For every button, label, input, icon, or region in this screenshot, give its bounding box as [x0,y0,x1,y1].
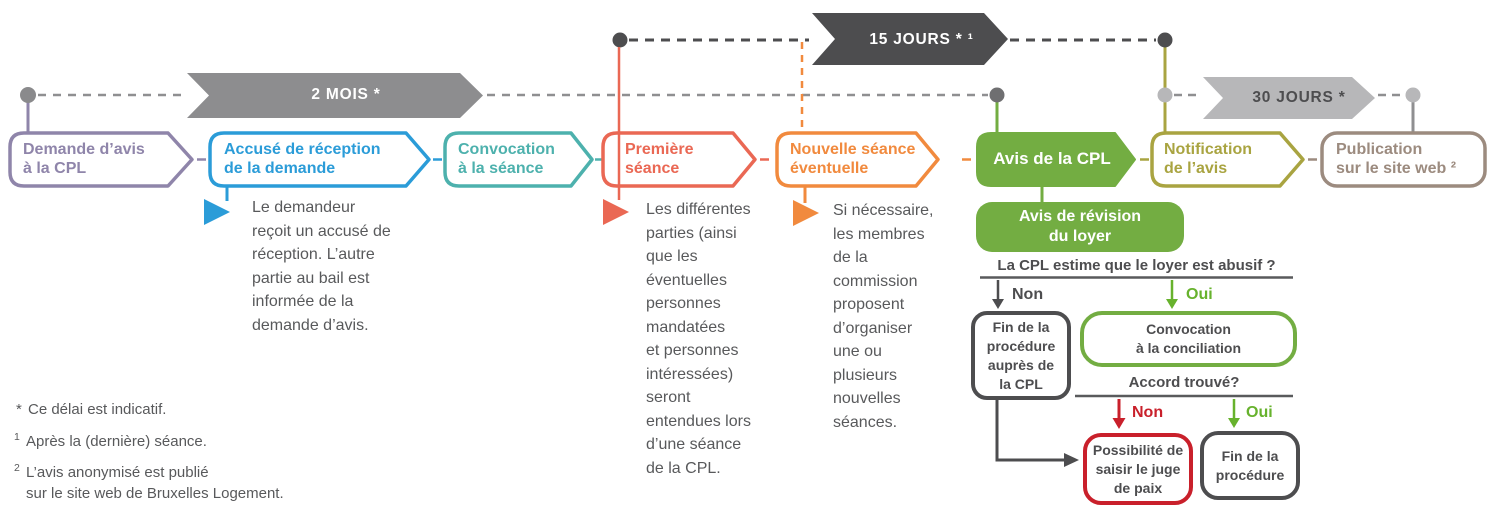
footnote-delai-text: Ce délai est indicatif. [28,401,167,418]
decision-box-juge [1083,433,1193,505]
note-accuse: Le demandeur reçoit un accusé de récepti… [252,199,391,334]
decision-no-1-label: Non [1012,286,1044,303]
footnote-seance: 1 Après la (dernière) séance. [14,431,207,450]
step-label-notification: Notification de l’avis [1164,141,1252,177]
upper-timeline-dot-premiere [612,32,628,48]
elbow-arrow-head-icon [1064,453,1079,467]
arrow-no-1-head-icon [992,299,1004,309]
step-label-accuse: Accusé de réception de la demande [224,141,381,177]
footnote-delai-mark: * [16,401,22,418]
decision-box-conciliation [1080,311,1297,367]
arrow-yes-2-head-icon [1228,418,1240,428]
step-label-demande: Demande d’avis à la CPL [23,141,145,177]
step-box-convocation [443,131,594,188]
decision-fin-label: Fin de la procédure [1215,447,1285,483]
step-label-nouvelle: Nouvelle séance éventuelle [790,141,916,177]
footnote-publication-text: L’avis anonymisé est publié sur le site … [26,464,284,502]
decision-question-2: Accord trouvé? [1128,374,1240,391]
decision-revision-label: Avis de révision du loyer [1018,208,1142,245]
decision-box-revision [976,202,1184,252]
decision-box-fin [1200,431,1300,500]
step-box-publication [1320,131,1487,188]
lower-timeline-dot-notification [1157,87,1173,103]
lower-timeline-dot-start [20,87,36,103]
step-box-accuse [208,131,431,188]
note-premiere: Les différentes parties (ainsi que les é… [646,201,751,477]
decision-juge-label: Possibilité de saisir le juge de paix [1092,441,1184,496]
step-label-premiere: Première séance [625,141,694,177]
step-label-convocation: Convocation à la séance [458,141,555,177]
decision-question-1: La CPL estime que le loyer est abusif ? [997,257,1276,274]
footnote-publication: 2 L’avis anonymisé est publié sur le sit… [14,462,284,504]
banner-15-jours-label: 15 JOURS * ¹ [869,31,974,48]
decision-yes-1-label: Oui [1186,286,1213,303]
footnote-seance-mark: 1 [14,431,20,443]
step-label-avis-cpl: Avis de la CPL [993,149,1111,169]
step-box-nouvelle [775,131,940,188]
note-nouvelle: Si nécessaire, les membres de la commiss… [833,202,934,431]
arrow-yes-1-head-icon [1166,299,1178,309]
decision-yes-2-label: Oui [1246,404,1273,421]
arrow-no-2-head-icon [1112,418,1126,429]
note-marker-nouvelle-icon [793,200,819,226]
note-marker-premiere-icon [603,199,629,225]
elbow-fin-cpl-to-juge [995,398,1066,462]
banner-2-mois [187,73,483,118]
banner-2-mois-label: 2 MOIS * [311,86,381,103]
decision-conciliation-label: Convocation à la conciliation [1135,321,1242,356]
footnote-delai: * Ce délai est indicatif. [16,401,166,418]
step-box-premiere [601,131,757,188]
upper-timeline-dot-notification [1157,32,1173,48]
banner-30-jours [1203,77,1375,119]
step-box-demande [8,131,194,188]
banner-15-jours [812,13,1008,65]
decision-no-2-label: Non [1132,404,1164,421]
step-box-notification [1150,131,1305,188]
step-label-publication: Publication sur le site web ² [1336,141,1457,177]
lower-timeline-dot-publication [1405,87,1421,103]
decision-fin-cpl-label: Fin de la procédure auprès de la CPL [986,318,1056,392]
footnote-publication-mark: 2 [14,462,20,474]
note-marker-accuse-icon [204,199,230,225]
banner-30-jours-label: 30 JOURS * [1252,89,1346,106]
step-box-avis-cpl [976,132,1136,187]
footnote-seance-text: Après la (dernière) séance. [26,433,207,450]
decision-box-fin-cpl [971,311,1071,400]
lower-timeline-dot-avis [989,87,1005,103]
